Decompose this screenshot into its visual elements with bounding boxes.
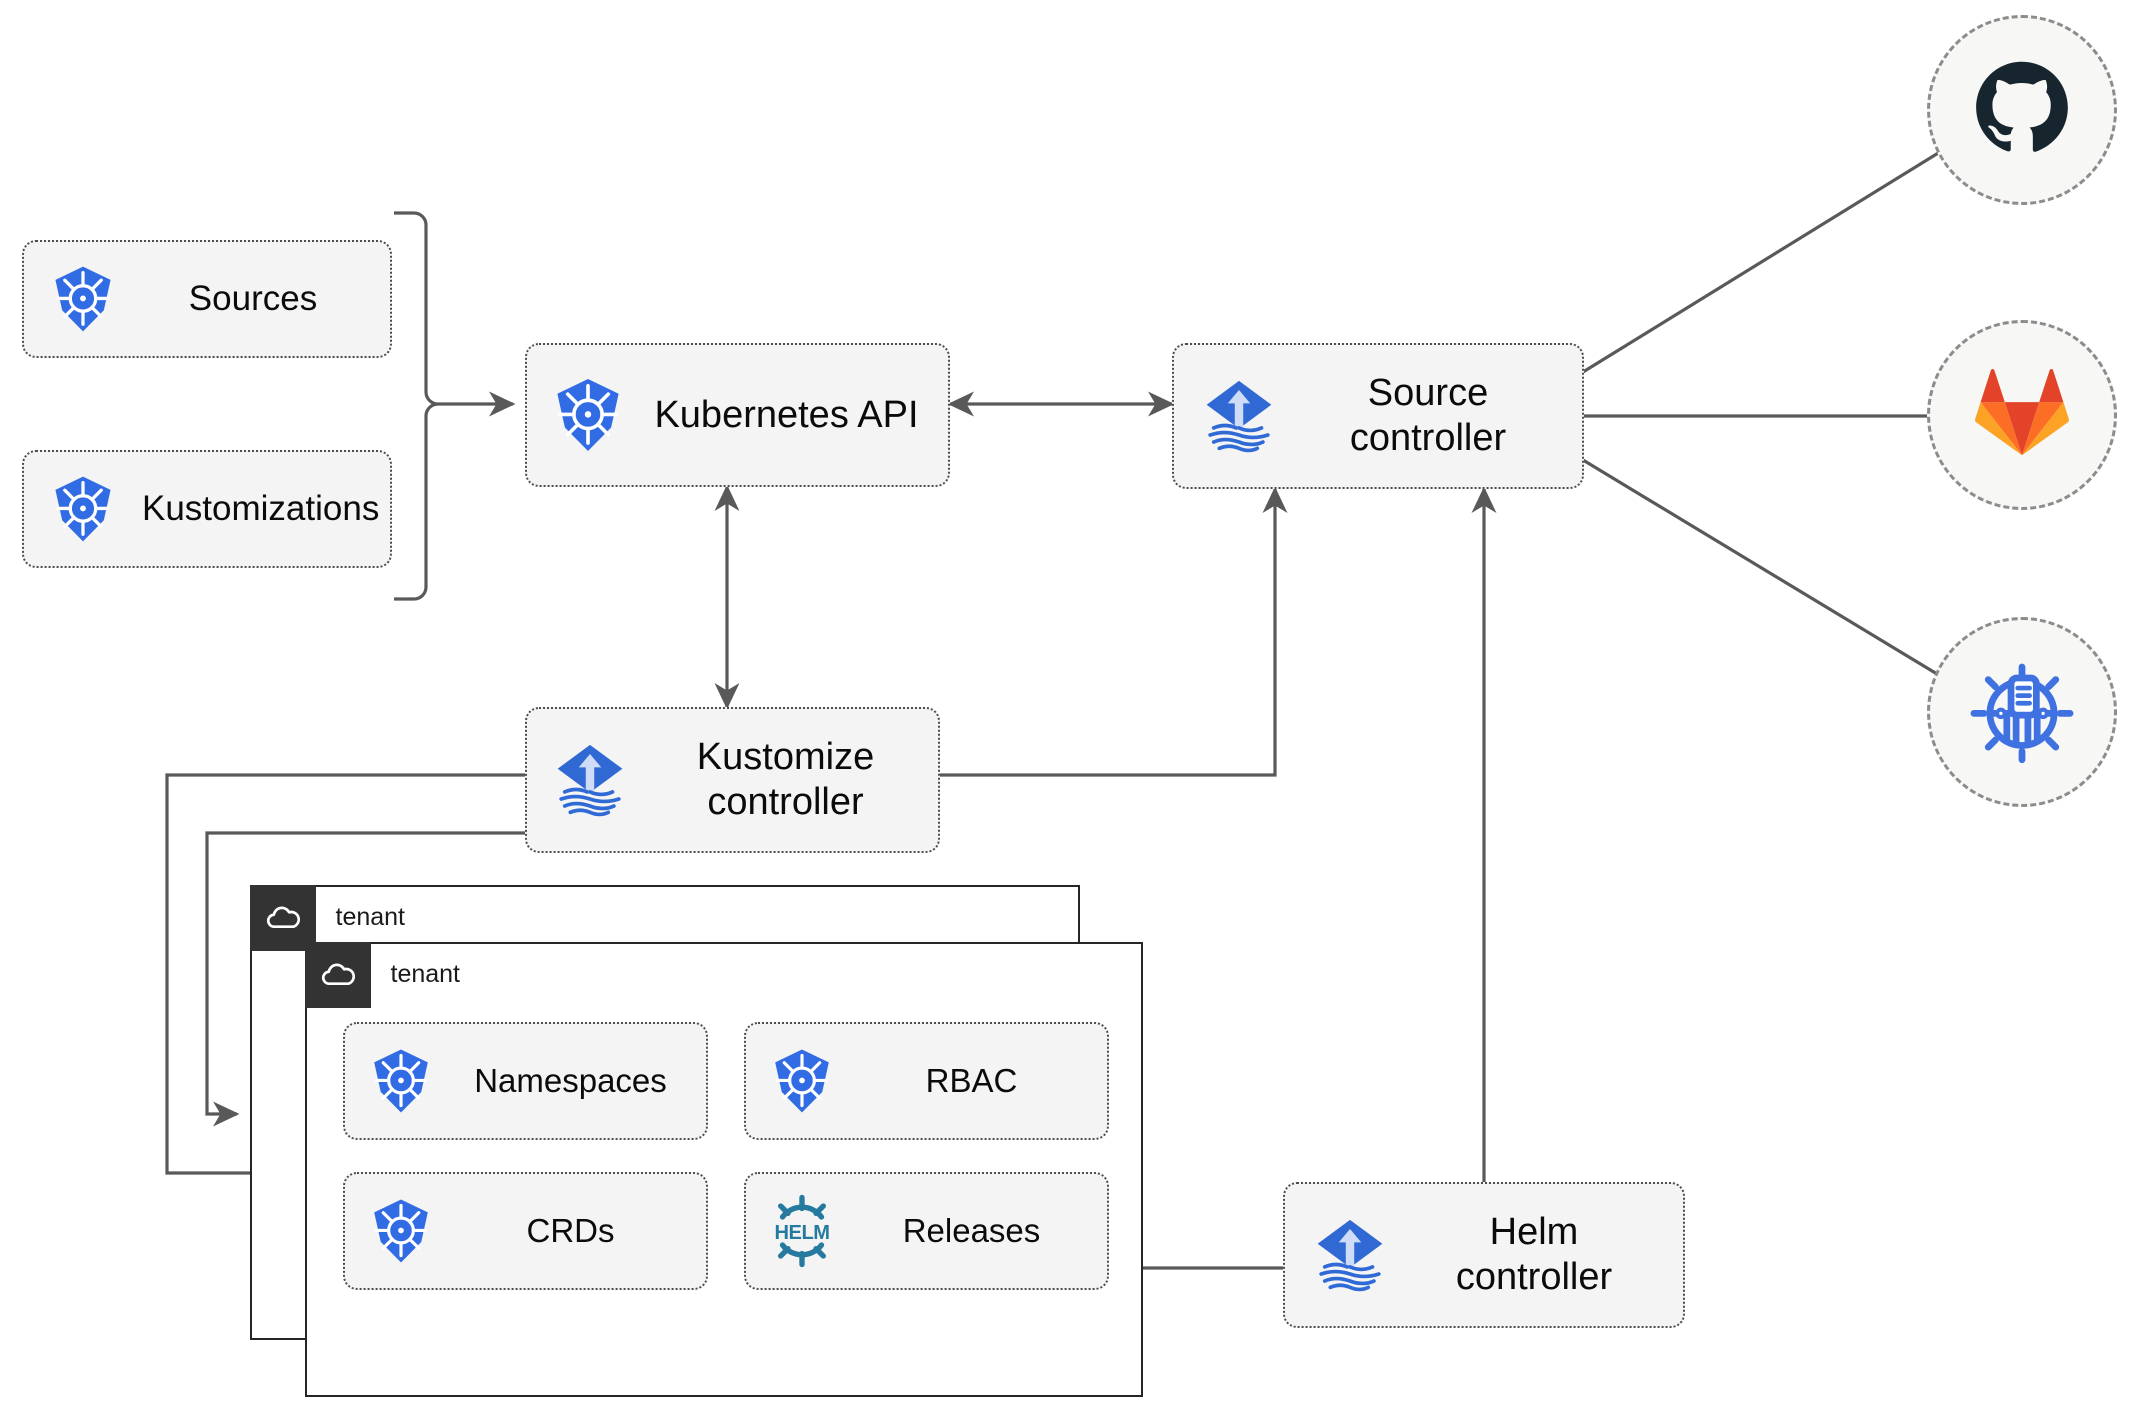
gitlab-icon [1972, 363, 2072, 468]
arrow-kustomize-to-source-controller [940, 486, 1288, 777]
resource-label: Sources [188, 279, 318, 319]
node-kustomize-controller[interactable]: Kustomize controller [525, 707, 940, 853]
tenant-resource-crds[interactable]: CRDs [343, 1172, 708, 1290]
tenant-resource-label: Releases [902, 1211, 1041, 1249]
svg-text:HELM: HELM [775, 1222, 830, 1244]
tenant-resource-namespaces[interactable]: Namespaces [343, 1022, 708, 1140]
node-label: Kubernetes API [654, 393, 919, 436]
tenant-inner-label: tenant [390, 960, 461, 988]
kubernetes-icon [527, 375, 649, 455]
provider-github[interactable] [1927, 15, 2117, 205]
node-helm-controller[interactable]: Helm controller [1283, 1182, 1685, 1328]
tenant-resource-rbac[interactable]: RBAC [744, 1022, 1109, 1140]
flux-icon [1285, 1210, 1415, 1300]
provider-gitlab[interactable] [1927, 320, 2117, 510]
kubernetes-icon [24, 473, 142, 545]
kubernetes-icon [345, 1046, 457, 1116]
tenant-inner-header: tenant [304, 941, 461, 1008]
kubernetes-icon [345, 1196, 457, 1266]
resource-kustomizations[interactable]: Kustomizations [22, 450, 392, 568]
node-label: Helm controller [1455, 1211, 1613, 1298]
node-label: Kustomize controller [696, 736, 875, 823]
group-bracket [394, 211, 439, 601]
flux-icon [527, 735, 653, 825]
provider-helm-repository[interactable] [1927, 617, 2117, 807]
tenant-outer-label: tenant [335, 903, 406, 931]
kubernetes-icon [24, 263, 142, 335]
arrow-source-to-helm-repo [1582, 458, 1998, 711]
tenant-resource-releases[interactable]: HELM Releases [744, 1172, 1109, 1290]
helm-repository-icon [1968, 656, 2076, 769]
resource-sources[interactable]: Sources [22, 240, 392, 358]
github-icon [1972, 58, 2072, 163]
tenant-resource-label: RBAC [925, 1061, 1018, 1099]
tenant-resource-label: CRDs [526, 1211, 615, 1249]
cloud-icon [304, 941, 371, 1008]
tenant-resource-label: Namespaces [474, 1061, 667, 1099]
node-label: Source controller [1349, 372, 1507, 459]
helm-icon: HELM [746, 1192, 858, 1270]
tenant-inner-frame: tenant Namespaces [304, 941, 1143, 1397]
arrow-source-to-github [1582, 116, 1998, 374]
flux-icon [1174, 371, 1304, 461]
node-source-controller[interactable]: Source controller [1172, 343, 1584, 489]
resource-label: Kustomizations [142, 489, 380, 529]
kubernetes-icon [746, 1046, 858, 1116]
node-kubernetes-api[interactable]: Kubernetes API [525, 343, 950, 487]
